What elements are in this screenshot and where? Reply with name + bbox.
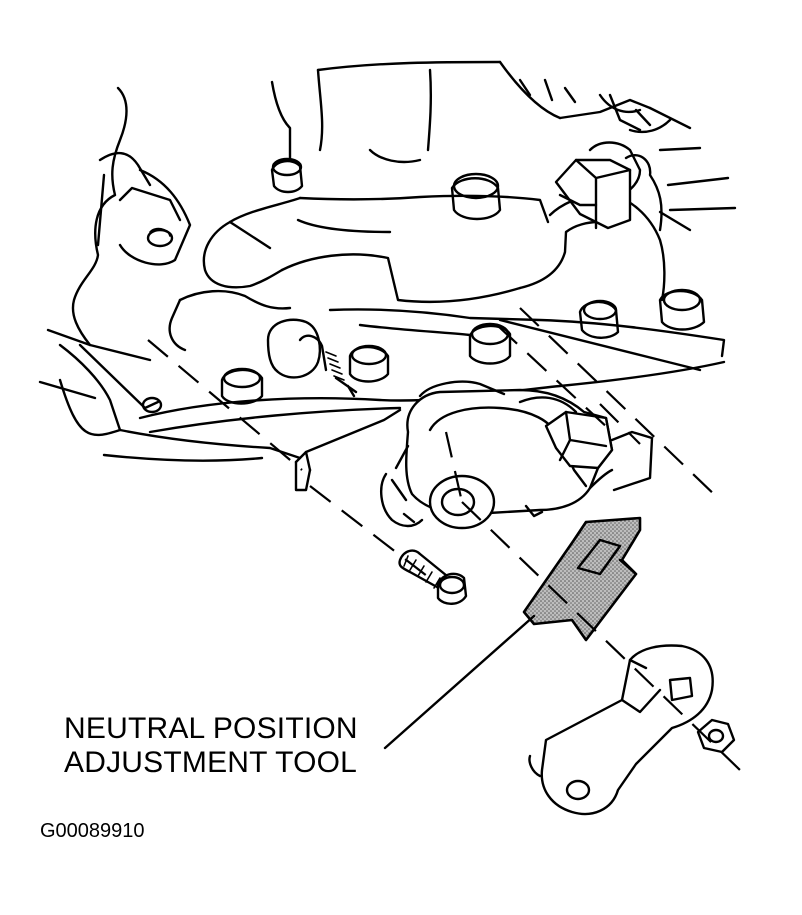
neutral-position-adjustment-tool [522, 516, 642, 642]
alignment-lines [147, 307, 741, 771]
mounting-plate [294, 408, 402, 492]
tool-callout-label: NEUTRAL POSITION ADJUSTMENT TOOL [64, 712, 358, 780]
transmission-housing [38, 60, 737, 462]
figure-id: G00089910 [40, 820, 145, 842]
lever-nut [696, 718, 736, 754]
callout-line-2: ADJUSTMENT TOOL [64, 746, 358, 779]
callout-line-1: NEUTRAL POSITION [64, 712, 358, 745]
shift-lever [528, 644, 714, 816]
shift-position-switch [380, 380, 654, 530]
callout-leader [383, 614, 536, 750]
mounting-bolt [398, 549, 468, 605]
